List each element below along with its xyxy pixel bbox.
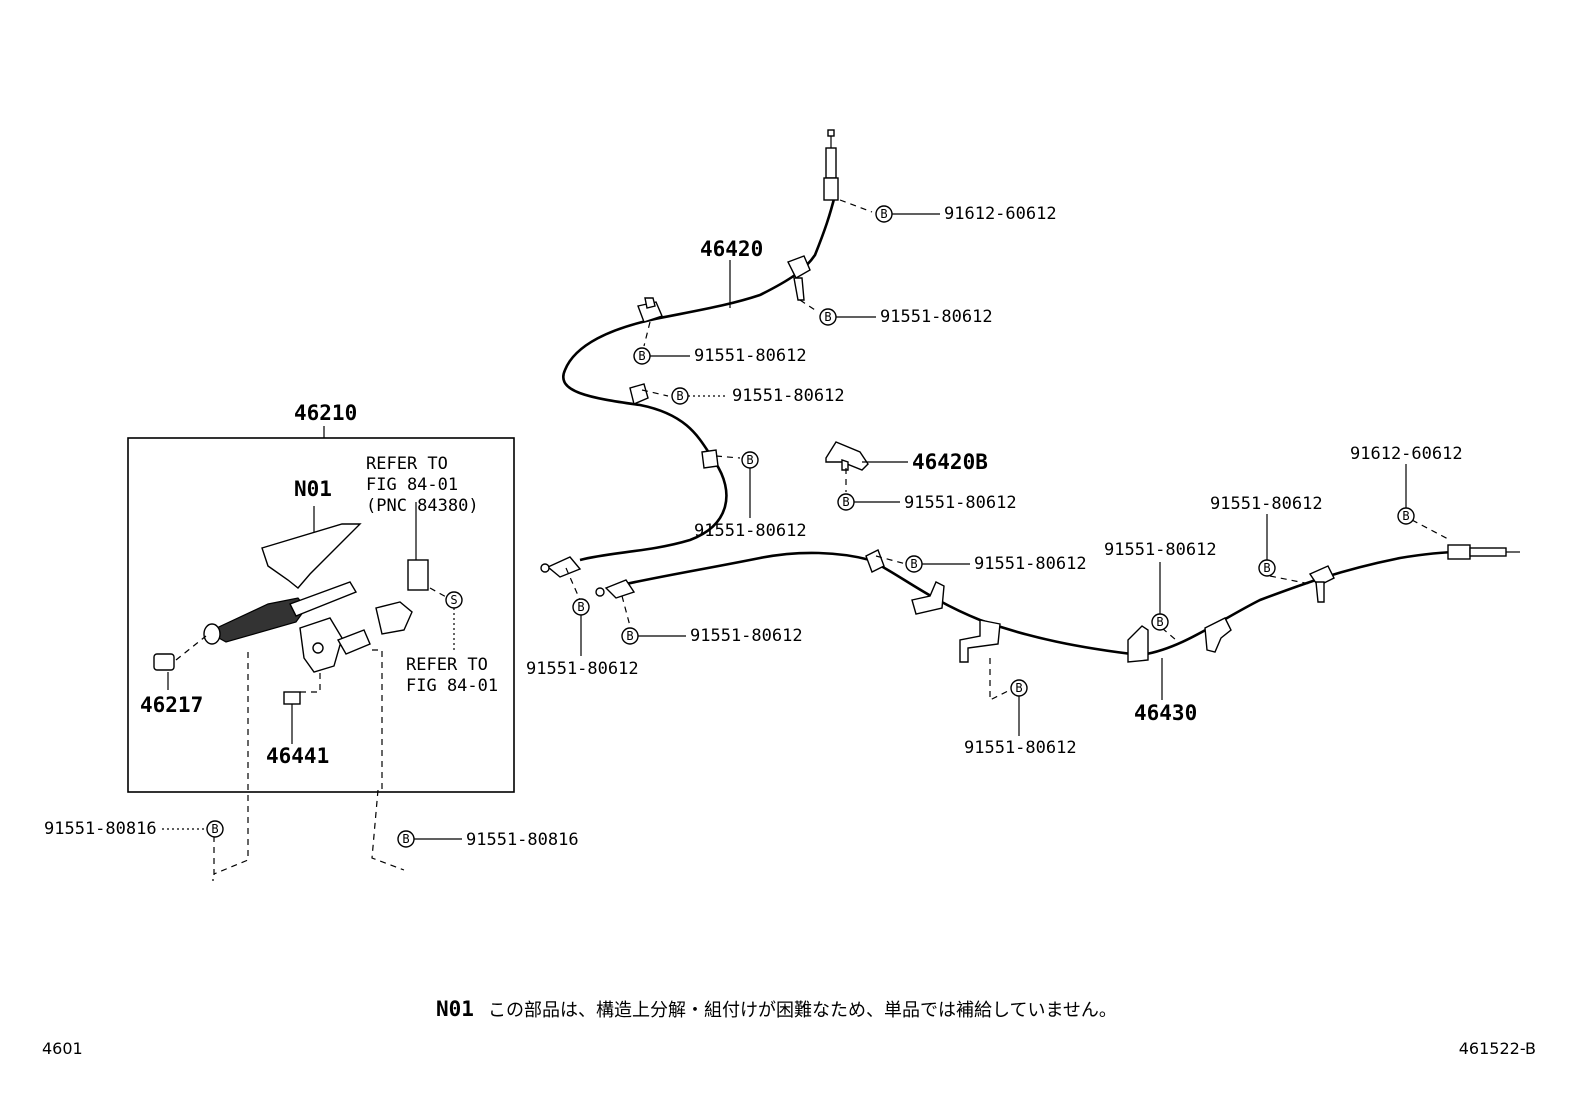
svg-text:FIG 84-01: FIG 84-01 xyxy=(366,475,458,495)
cable-clip xyxy=(1204,617,1232,653)
part-label-46217: 46217 xyxy=(140,693,203,717)
part-number-label: 91612-60612 xyxy=(944,204,1057,224)
bolt-marker: B xyxy=(621,627,639,645)
cable-end-fitting-right xyxy=(604,579,636,599)
bolt-marker: B xyxy=(875,205,893,223)
part-label-46430: 46430 xyxy=(1134,701,1197,725)
bolt-marker: B xyxy=(1397,507,1415,525)
part-number-label: 91551-80612 xyxy=(1104,540,1217,560)
svg-text:B: B xyxy=(1402,509,1409,523)
svg-text:B: B xyxy=(746,453,753,467)
lever-cover-n01 xyxy=(261,523,362,589)
cable-clip xyxy=(629,383,649,405)
part-number-label: 91551-80612 xyxy=(880,307,993,327)
part-number-label: 91551-80612 xyxy=(974,554,1087,574)
svg-text:B: B xyxy=(824,310,831,324)
bolt-marker: B xyxy=(633,347,651,365)
cable-bracket xyxy=(1127,625,1149,663)
cable-clip xyxy=(701,449,719,469)
svg-text:B: B xyxy=(402,832,409,846)
footnote: N01 この部品は、構造上分解・組付けが困難なため、単品では補給していません。 xyxy=(436,997,1117,1021)
cable-bracket xyxy=(911,581,945,615)
svg-text:B: B xyxy=(1156,615,1163,629)
illustration-id: 461522-B xyxy=(1459,1039,1536,1058)
part-number-label: 91551-80612 xyxy=(1210,494,1323,514)
svg-text:B: B xyxy=(577,600,584,614)
part-number-label: 91551-80612 xyxy=(964,738,1077,758)
part-number-label: 91551-80612 xyxy=(732,386,845,406)
svg-text:FIG 84-01: FIG 84-01 xyxy=(406,676,498,696)
bolt-marker: B xyxy=(837,493,855,511)
bolt-marker: B xyxy=(572,598,590,616)
part-number-label: 91551-80612 xyxy=(904,493,1017,513)
refer-note-84380: REFER TO FIG 84-01 (PNC 84380) xyxy=(366,454,479,516)
svg-text:B: B xyxy=(880,207,887,221)
bolt-marker: B xyxy=(1258,559,1276,577)
svg-text:S: S xyxy=(450,593,457,607)
part-number-label: 91551-80816 xyxy=(44,819,157,839)
label-leaders xyxy=(162,213,1407,840)
refer-note-84-01: REFER TO FIG 84-01 xyxy=(406,655,498,696)
part-label-46420: 46420 xyxy=(700,237,763,261)
part-number-label: 91551-80612 xyxy=(694,346,807,366)
bolt-marker: B xyxy=(741,451,759,469)
screw-marker: S xyxy=(445,591,463,609)
figure-number: 4601 xyxy=(42,1039,83,1058)
brake-switch xyxy=(407,559,429,591)
cable-46420 xyxy=(540,129,1461,657)
footnote-text: この部品は、構造上分解・組付けが困難なため、単品では補給していません。 xyxy=(488,1000,1117,1021)
part-label-46441: 46441 xyxy=(266,744,329,768)
cable-end-fitting-left xyxy=(546,556,582,578)
part-label-n01: N01 xyxy=(294,477,332,501)
bolt-marker: B xyxy=(1151,613,1169,631)
bolt-marker: B xyxy=(671,387,689,405)
part-number-label: 91551-80816 xyxy=(466,830,579,850)
svg-text:REFER TO: REFER TO xyxy=(406,655,488,675)
part-label-46210: 46210 xyxy=(294,401,357,425)
cable-end-fitting xyxy=(825,147,837,179)
bolt-markers: B B B B B B B B B B B B B B B S xyxy=(206,205,1415,848)
svg-text:B: B xyxy=(676,389,683,403)
bolt-marker: B xyxy=(905,555,923,573)
lever-ratchet xyxy=(375,601,413,635)
bolt-leaders xyxy=(212,199,1451,881)
svg-text:(PNC 84380): (PNC 84380) xyxy=(366,496,479,516)
part-number-label: 91551-80612 xyxy=(526,659,639,679)
svg-text:REFER TO: REFER TO xyxy=(366,454,448,474)
svg-text:B: B xyxy=(1263,561,1270,575)
cable-clip xyxy=(787,255,811,279)
svg-text:B: B xyxy=(626,629,633,643)
assembly-box-46210 xyxy=(127,437,515,793)
bolt-marker: B xyxy=(397,830,415,848)
svg-text:B: B xyxy=(842,495,849,509)
pin-46441 xyxy=(283,691,301,705)
cable-bracket xyxy=(959,619,1001,663)
part-number-label: 91612-60612 xyxy=(1350,444,1463,464)
cable-end-fitting-rear xyxy=(1447,544,1471,560)
bolt-marker: B xyxy=(1010,679,1028,697)
svg-text:B: B xyxy=(1015,681,1022,695)
bolt-marker: B xyxy=(819,308,837,326)
cable-clip xyxy=(865,549,885,573)
svg-text:B: B xyxy=(638,349,645,363)
bolt-marker: B xyxy=(206,820,224,838)
part-number-label: 91551-80612 xyxy=(690,626,803,646)
part-label-46420b: 46420B xyxy=(912,450,988,474)
part-labels: 91612-60612 91551-80612 91551-80612 9155… xyxy=(44,204,1463,850)
cable-46430 xyxy=(865,544,1520,663)
footnote-code: N01 xyxy=(436,997,474,1021)
part-number-label: 91551-80612 xyxy=(694,521,807,541)
parking-brake-lever-assembly xyxy=(153,502,455,875)
svg-text:B: B xyxy=(910,557,917,571)
bracket-46420B xyxy=(825,441,869,471)
svg-text:B: B xyxy=(211,822,218,836)
cap-46217 xyxy=(153,653,175,671)
